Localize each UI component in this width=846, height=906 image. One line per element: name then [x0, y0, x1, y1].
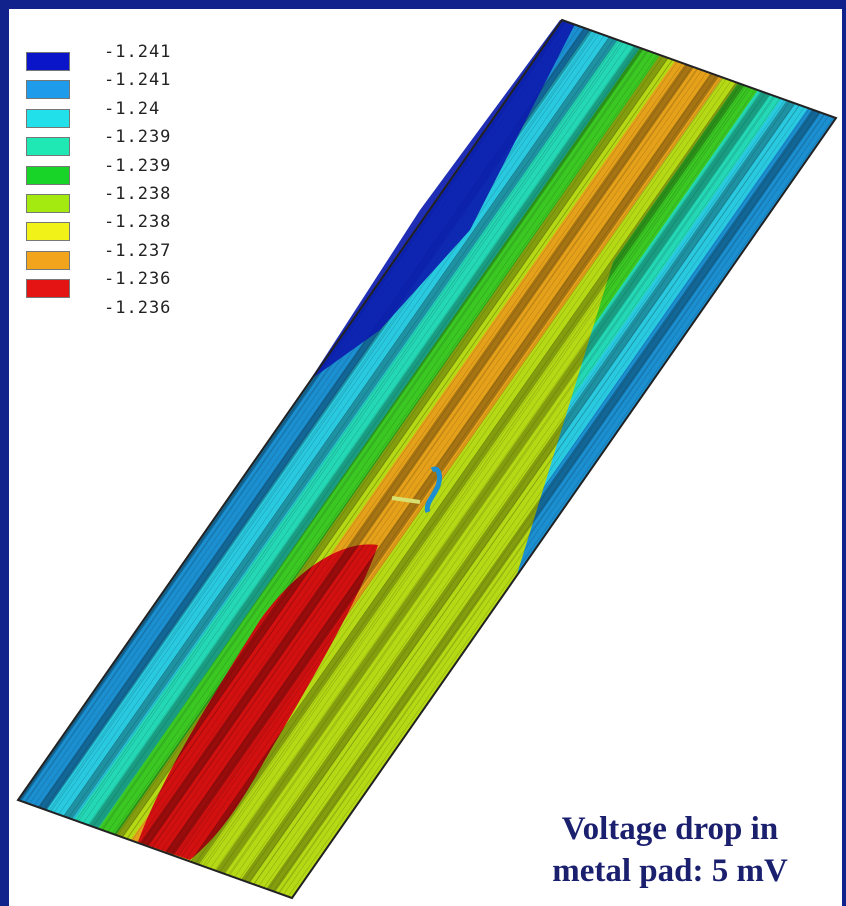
legend-swatch: [26, 52, 70, 71]
legend-label: -1.239: [104, 155, 172, 176]
legend-entry: -1.241: [26, 42, 226, 74]
legend-label: -1.241: [104, 42, 172, 62]
legend-swatch: [26, 80, 70, 100]
legend-label: -1.238: [104, 212, 172, 233]
legend-entry: -1.236: [26, 298, 226, 330]
legend-entry: -1.237: [26, 241, 226, 273]
legend-entry: -1.24: [26, 99, 226, 131]
caption-line-1: Voltage drop in: [561, 811, 779, 847]
legend-label: -1.239: [104, 127, 172, 148]
caption: Voltage drop in metal pad: 5 mV: [505, 808, 835, 892]
legend-label: -1.24: [104, 98, 161, 119]
legend-swatch: [26, 279, 70, 299]
legend-swatch: [26, 194, 70, 213]
legend-entry: -1.236: [26, 269, 226, 301]
legend-entry: -1.241: [26, 70, 226, 102]
legend-swatch: [26, 108, 70, 128]
caption-line-2: metal pad: 5 mV: [552, 853, 788, 889]
legend-label: -1.238: [104, 184, 172, 204]
legend-entry: -1.238: [26, 212, 226, 244]
legend-entry: -1.239: [26, 127, 226, 159]
axis-triad-icon: [391, 466, 442, 513]
legend-entry: -1.238: [26, 184, 226, 216]
legend-swatch: [26, 137, 70, 157]
legend-label: -1.241: [104, 70, 172, 91]
legend-label: -1.236: [104, 269, 172, 290]
legend-entry: -1.239: [26, 156, 226, 188]
legend-swatch: [26, 165, 70, 185]
legend-label: -1.237: [104, 240, 172, 261]
legend-swatch: [26, 222, 70, 242]
legend-swatch: [26, 250, 70, 270]
min-voltage-edge: [310, 20, 575, 380]
legend-label: -1.236: [104, 297, 172, 318]
